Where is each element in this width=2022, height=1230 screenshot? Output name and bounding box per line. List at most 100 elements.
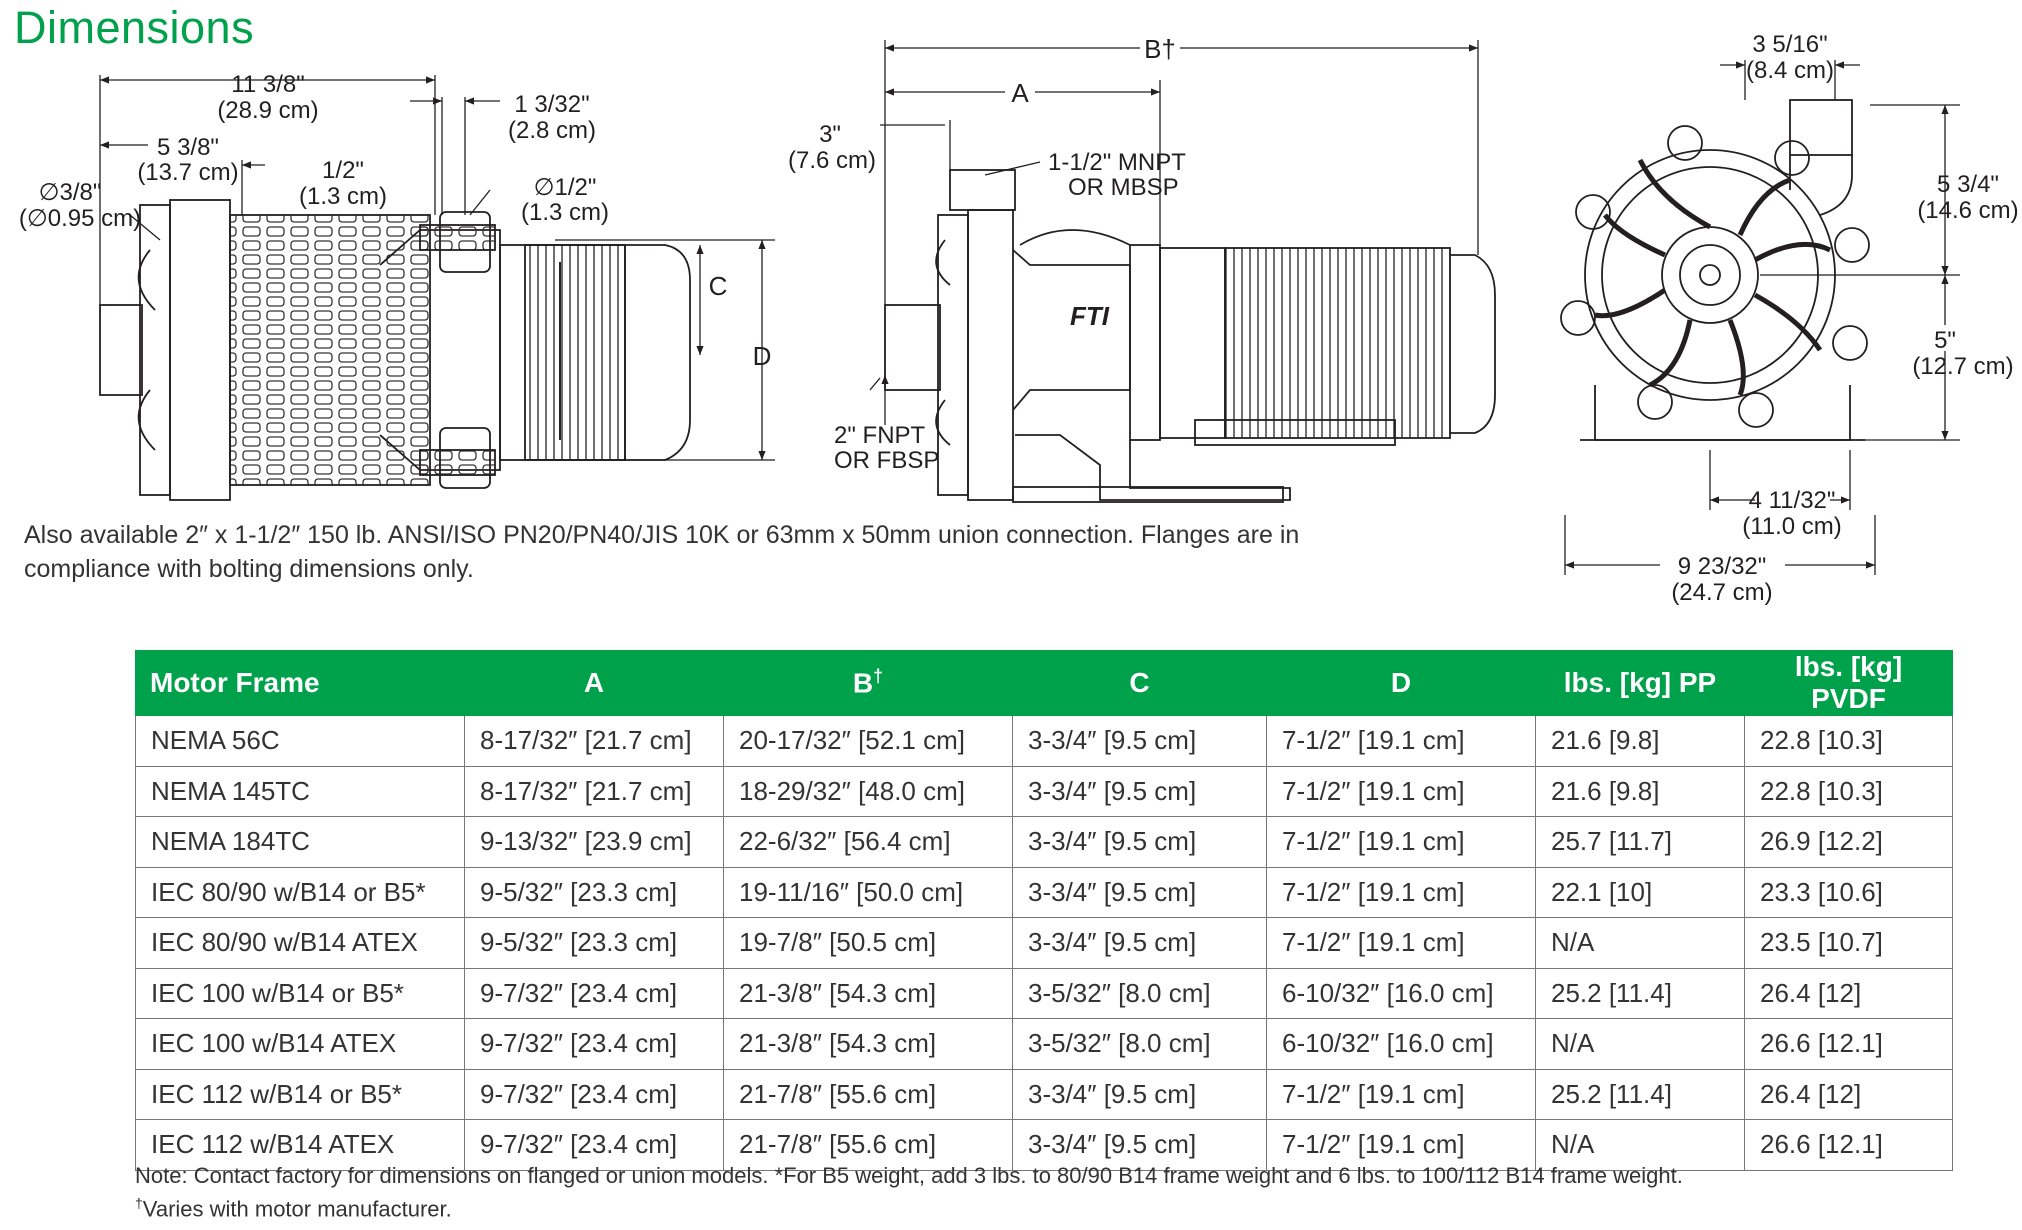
table-cell: IEC 80/90 w/B14 ATEX [135,917,465,969]
table-cell: IEC 100 w/B14 or B5* [135,967,465,1019]
dim-label: (8.4 cm) [1746,57,1834,84]
dim-label: (12.7 cm) [1912,353,2013,380]
fti-logo: FTI [1070,301,1110,331]
table-cell: 21.6 [9.8] [1535,765,1745,817]
table-cell: 18-29/32″ [48.0 cm] [723,765,1013,817]
table-cell: IEC 112 w/B14 ATEX [135,1119,465,1171]
table-cell: 21-3/8″ [54.3 cm] [723,967,1013,1019]
top-view-drawing [99,199,691,501]
side-view-drawing [884,169,1496,503]
dim-label: 9 23/32" [1678,553,1767,580]
page-title: Dimensions [14,2,255,53]
table-cell: 3-3/4″ [9.5 cm] [1012,816,1267,868]
dim-label: ∅3/8" [39,179,102,206]
table-cell: 7-1/2″ [19.1 cm] [1266,816,1536,868]
table-cell: 25.2 [11.4] [1535,1068,1745,1120]
table-cell: 25.7 [11.7] [1535,816,1745,868]
table-cell: N/A [1535,917,1745,969]
table-cell: 3-3/4″ [9.5 cm] [1012,1119,1267,1171]
dim-label: A [1011,78,1029,108]
dim-label: 1-1/2" MNPT [1048,149,1186,176]
table-cell: 7-1/2″ [19.1 cm] [1266,917,1536,969]
table-cell: 23.5 [10.7] [1744,917,1953,969]
table-cell: 3-3/4″ [9.5 cm] [1012,917,1267,969]
table-cell: 6-10/32″ [16.0 cm] [1266,967,1536,1019]
dim-label: OR MBSP [1068,174,1179,201]
header-c: C [1012,650,1267,716]
table-cell: 7-1/2″ [19.1 cm] [1266,1068,1536,1120]
table-cell: 22.1 [10] [1535,866,1745,918]
header-weight-pvdf: lbs. [kg] PVDF [1744,650,1953,716]
table-cell: 3-3/4″ [9.5 cm] [1012,765,1267,817]
dim-label: 3 5/16" [1752,31,1827,58]
table-row: IEC 100 w/B14 or B5*9-7/32″ [23.4 cm]21-… [135,967,1953,1019]
table-cell: 3-3/4″ [9.5 cm] [1012,1068,1267,1120]
table-cell: 26.9 [12.2] [1744,816,1953,868]
table-cell: NEMA 184TC [135,816,465,868]
table-cell: 22.8 [10.3] [1744,765,1953,817]
availability-note: Also available 2″ x 1-1/2″ 150 lb. ANSI/… [24,521,1300,583]
table-cell: N/A [1535,1018,1745,1070]
table-row: IEC 80/90 w/B14 or B5*9-5/32″ [23.3 cm]1… [135,866,1953,918]
top-view-labels: 11 3/8" (28.9 cm) 5 3/8" (13.7 cm) 1/2" … [19,71,772,371]
table-cell: 7-1/2″ [19.1 cm] [1266,866,1536,918]
dim-label: 1 3/32" [514,91,589,118]
dim-label: 5 3/8" [157,134,219,161]
header-b-label: B [852,667,874,699]
dagger-mark: † [135,1195,143,1211]
table-cell: 9-7/32″ [23.4 cm] [464,1068,724,1120]
table-note: Note: Contact factory for dimensions on … [135,1163,1683,1188]
pump-drawings: 11 3/8" (28.9 cm) 5 3/8" (13.7 cm) 1/2" … [19,31,2019,606]
table-cell: 3-3/4″ [9.5 cm] [1012,866,1267,918]
dimensions-table: Motor Frame A B† C D lbs. [kg] PP lbs. [… [135,650,1953,1171]
table-cell: 3-5/32″ [8.0 cm] [1012,1018,1267,1070]
table-cell: 9-5/32″ [23.3 cm] [464,917,724,969]
dim-label: (28.9 cm) [217,97,318,124]
table-cell: IEC 112 w/B14 or B5* [135,1068,465,1120]
table-cell: 7-1/2″ [19.1 cm] [1266,765,1536,817]
table-cell: IEC 80/90 w/B14 or B5* [135,866,465,918]
table-cell: NEMA 145TC [135,765,465,817]
footnote-text: Varies with motor manufacturer. [142,1196,452,1222]
header-d: D [1266,650,1536,716]
header-motor-frame: Motor Frame [135,650,465,716]
dim-label: D [753,341,772,371]
table-cell: IEC 100 w/B14 ATEX [135,1018,465,1070]
table-row: IEC 112 w/B14 or B5*9-7/32″ [23.4 cm]21-… [135,1068,1953,1120]
table-cell: 21-7/8″ [55.6 cm] [723,1119,1013,1171]
dim-label: OR FBSP [834,447,939,474]
table-cell: 7-1/2″ [19.1 cm] [1266,715,1536,767]
table-cell: 26.6 [12.1] [1744,1018,1953,1070]
table-cell: 3-5/32″ [8.0 cm] [1012,967,1267,1019]
dim-label: (14.6 cm) [1917,197,2018,224]
dim-label: (11.0 cm) [1742,513,1842,540]
header-a: A [464,650,724,716]
dim-label: (24.7 cm) [1671,579,1772,606]
table-header-row: Motor Frame A B† C D lbs. [kg] PP lbs. [… [135,650,1953,716]
table-cell: 26.4 [12] [1744,967,1953,1019]
dim-label: 4 11/32" [1749,487,1836,514]
table-footnote: †Varies with motor manufacturer. [135,1195,452,1222]
side-view-labels: B† A 3" (7.6 cm) 1-1/2" MNPT OR MBSP 2" … [788,32,1186,474]
dim-label: (2.8 cm) [508,117,596,144]
table-cell: 22-6/32″ [56.4 cm] [723,816,1013,868]
dim-label: 1/2" [322,157,364,184]
table-cell: 9-7/32″ [23.4 cm] [464,1119,724,1171]
header-weight-pp: lbs. [kg] PP [1535,650,1745,716]
table-cell: 20-17/32″ [52.1 cm] [723,715,1013,767]
table-cell: 21-7/8″ [55.6 cm] [723,1068,1013,1120]
table-cell: NEMA 56C [135,715,465,767]
table-cell: 19-7/8″ [50.5 cm] [723,917,1013,969]
table-cell: 26.6 [12.1] [1744,1119,1953,1171]
table-cell: 26.4 [12] [1744,1068,1953,1120]
dim-label: B† [1144,34,1176,64]
table-cell: 9-13/32″ [23.9 cm] [464,816,724,868]
table-cell: N/A [1535,1119,1745,1171]
table-cell: 9-7/32″ [23.4 cm] [464,1018,724,1070]
table-cell: 6-10/32″ [16.0 cm] [1266,1018,1536,1070]
table-cell: 7-1/2″ [19.1 cm] [1266,1119,1536,1171]
